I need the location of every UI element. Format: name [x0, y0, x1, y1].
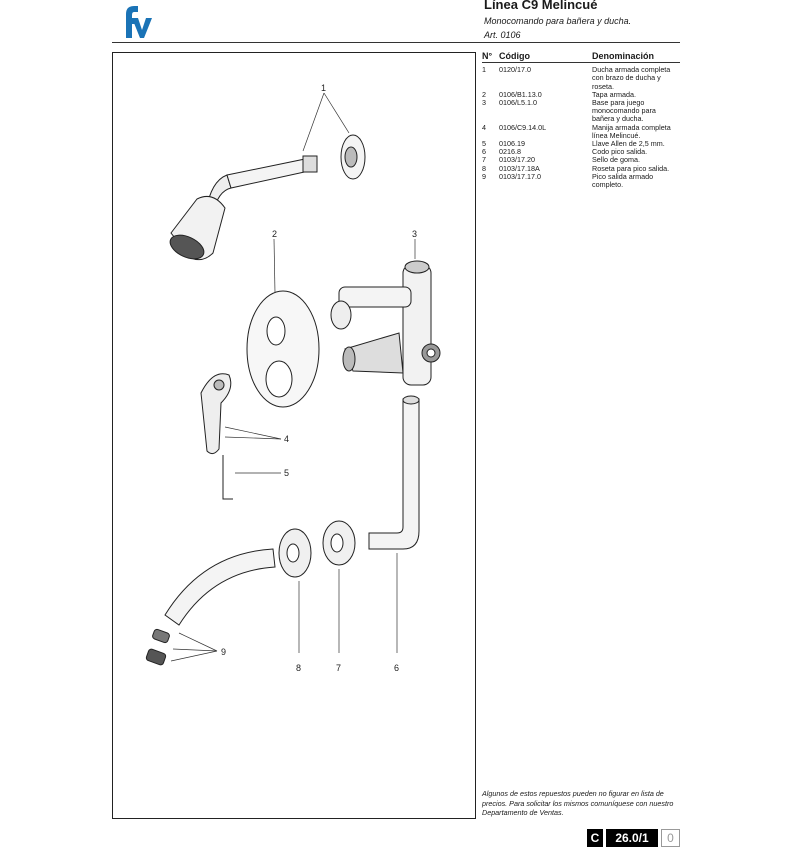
callout-5: 5 [284, 468, 289, 478]
row-description: Roseta para pico salida. [592, 163, 670, 173]
row-code: 0216.8 [499, 147, 521, 157]
spout-rosette [278, 528, 312, 578]
table-row: 3 0106/L5.1.0 Base para juego monocomando … [482, 98, 680, 124]
callout-3: 3 [412, 229, 417, 239]
spout [145, 548, 276, 666]
page-section: C [587, 829, 603, 847]
article-number: Art. 0106 [484, 30, 521, 40]
header-divider [112, 42, 680, 43]
callout-2: 2 [272, 229, 277, 239]
col-number: N° [482, 52, 499, 64]
row-code: 0106.19 [499, 139, 525, 149]
parts-table: N° Código Denominación 1 0120/17.0 Ducha a… [482, 52, 680, 189]
row-code: 0103/17.18A [499, 163, 540, 173]
table-row: 1 0120/17.0 Ducha armada completa con braz… [482, 63, 680, 91]
allen-key [222, 455, 233, 500]
fv-logo [126, 6, 152, 38]
row-description: Manija armada completa línea Melincué. [592, 122, 671, 140]
callout-6: 6 [394, 663, 399, 673]
row-code: 0106/C9.14.0L [499, 122, 547, 132]
row-number: 1 [482, 65, 486, 75]
row-description: Base para juego monocomando para bañera … [592, 98, 656, 124]
row-number: 6 [482, 147, 486, 157]
page-number: 26.0/1 [606, 829, 658, 847]
row-description: Llave Allen de 2,5 mm. [592, 139, 665, 149]
row-description: Tapa armada. [592, 89, 636, 99]
parts-table-body: 1 0120/17.0 Ducha armada completa con braz… [482, 63, 680, 190]
row-number: 2 [482, 89, 486, 99]
lever-handle [200, 373, 232, 455]
row-number: 5 [482, 139, 486, 149]
row-number: 9 [482, 171, 486, 181]
col-description: Denominación [592, 52, 680, 64]
page-suffix: 0 [661, 829, 680, 847]
row-number: 3 [482, 98, 486, 108]
availability-note: Algunos de estos repuestos pueden no fig… [482, 789, 674, 817]
callout-1: 1 [321, 83, 326, 93]
table-row: 8 0103/17.18A Roseta para pico salida. [482, 163, 680, 173]
table-row: 9 0103/17.17.0 Pico salida armado completo… [482, 171, 680, 190]
table-row: 5 0106.19 Llave Allen de 2,5 mm. [482, 139, 680, 149]
row-number: 8 [482, 163, 486, 173]
page-title: Línea C9 Melincué [484, 0, 598, 12]
callout-7: 7 [336, 663, 341, 673]
callout-8: 8 [296, 663, 301, 673]
row-number: 7 [482, 155, 486, 165]
callout-4: 4 [284, 434, 289, 444]
row-number: 4 [482, 122, 486, 132]
shower-head-assembly [169, 134, 366, 261]
table-row: 6 0216.8 Codo pico salida. [482, 148, 680, 156]
page-subtitle: Monocomando para bañera y ducha. [484, 16, 632, 26]
rubber-seal [322, 520, 356, 566]
row-description: Pico salida armado completo. [592, 171, 654, 190]
table-row: 2 0106/B1.13.0 Tapa armada. [482, 89, 680, 99]
row-description: Codo pico salida. [592, 147, 648, 157]
cover-plate [246, 290, 320, 408]
col-code: Código [499, 52, 592, 64]
table-row: 4 0106/C9.14.0L Manija armada completa lín… [482, 122, 680, 140]
callout-9: 9 [221, 647, 226, 657]
row-code: 0120/17.0 [499, 65, 531, 75]
row-description: Ducha armada completa con brazo de ducha… [592, 65, 671, 91]
row-description: Sello de goma. [592, 155, 640, 165]
row-code: 0103/17.20 [499, 155, 535, 165]
exploded-diagram: 1 2 3 4 5 8 7 6 9 [112, 52, 476, 819]
row-code: 0103/17.17.0 [499, 171, 541, 181]
row-code: 0106/B1.13.0 [499, 89, 542, 99]
spout-elbow [368, 395, 420, 550]
row-code: 0106/L5.1.0 [499, 98, 537, 108]
parts-drawing: 1 2 3 4 5 8 7 6 9 [145, 83, 441, 673]
table-row: 7 0103/17.20 Sello de goma. [482, 156, 680, 164]
valve-body [330, 260, 441, 386]
